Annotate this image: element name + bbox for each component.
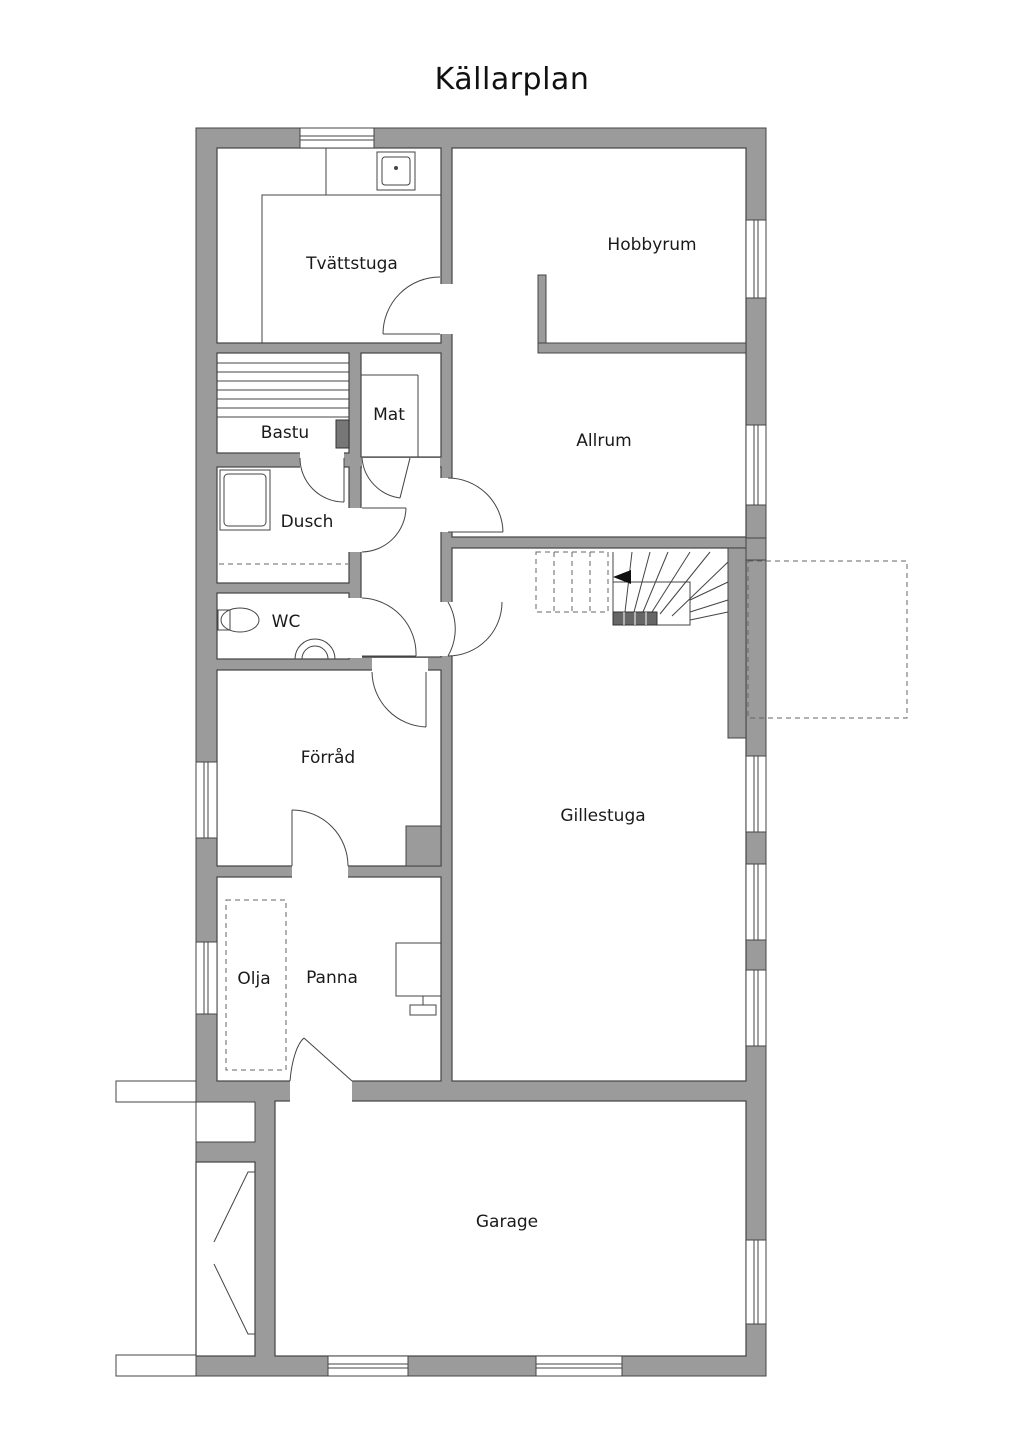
stairs-icon bbox=[535, 551, 729, 626]
passage-forrad-hall bbox=[372, 658, 428, 672]
room-garage bbox=[274, 1100, 747, 1357]
sink-basin bbox=[381, 156, 411, 186]
porch-outline bbox=[747, 560, 908, 719]
garage-side-wall-top bbox=[115, 1080, 197, 1103]
label-mat: Mat bbox=[373, 405, 405, 425]
room-gillestuga bbox=[451, 547, 747, 1082]
passage-hall-top bbox=[362, 458, 440, 468]
doors bbox=[213, 276, 504, 1335]
forrad-notch bbox=[405, 825, 442, 867]
shower-tray bbox=[219, 469, 271, 531]
garage-door-opening bbox=[195, 1161, 256, 1357]
label-tvattstuga: Tvättstuga bbox=[305, 254, 398, 274]
toilet-icon bbox=[220, 607, 260, 633]
sauna-heater-icon bbox=[335, 419, 350, 449]
label-garage: Garage bbox=[476, 1212, 538, 1232]
label-panna: Panna bbox=[306, 968, 358, 988]
label-allrum: Allrum bbox=[576, 431, 631, 451]
passage-hall-left-wc bbox=[348, 598, 362, 658]
washbasin-inner bbox=[301, 645, 329, 660]
passage-hall-left-dusch bbox=[348, 508, 362, 552]
room-tvattstuga bbox=[216, 147, 442, 344]
room-mat bbox=[360, 352, 442, 458]
label-dusch: Dusch bbox=[281, 512, 334, 532]
shower-tray-inner bbox=[223, 473, 267, 527]
passage-bastu-dusch bbox=[300, 452, 344, 468]
page-title: Källarplan bbox=[434, 62, 590, 97]
label-olja: Olja bbox=[237, 969, 270, 989]
passage-hall-allrum bbox=[440, 478, 453, 532]
room-hallway bbox=[360, 466, 442, 658]
passage-hall-gillestuga bbox=[440, 602, 453, 656]
stair-wall bbox=[727, 547, 747, 739]
partition-hobbyrum-h bbox=[537, 342, 747, 354]
label-gillestuga: Gillestuga bbox=[560, 806, 645, 826]
sink-drain bbox=[394, 166, 398, 170]
toilet-tank bbox=[217, 609, 231, 631]
passage-panna-garage bbox=[290, 1080, 352, 1102]
room-panna bbox=[216, 876, 442, 1082]
room-wc bbox=[216, 592, 350, 660]
partition-hobbyrum bbox=[537, 274, 547, 354]
sauna-benches bbox=[217, 362, 349, 418]
label-hobbyrum: Hobbyrum bbox=[607, 235, 696, 255]
room-bastu bbox=[216, 352, 350, 454]
stair-wall-2 bbox=[745, 537, 767, 561]
label-forrad: Förråd bbox=[301, 747, 355, 768]
room-forrad bbox=[216, 669, 442, 867]
passage-forrad-panna bbox=[292, 865, 348, 879]
garage-side-wall-bottom bbox=[115, 1354, 197, 1377]
windows bbox=[195, 127, 767, 1377]
laundry-counter bbox=[261, 194, 441, 343]
passage-tvatt-hall bbox=[440, 284, 453, 334]
label-wc: WC bbox=[272, 612, 301, 632]
garage-entry-frame bbox=[195, 1101, 256, 1143]
boiler-icon bbox=[395, 942, 442, 997]
sink-icon bbox=[376, 151, 416, 191]
label-bastu: Bastu bbox=[261, 423, 309, 443]
oil-tank bbox=[225, 899, 287, 1071]
washbasin-icon bbox=[294, 638, 336, 660]
